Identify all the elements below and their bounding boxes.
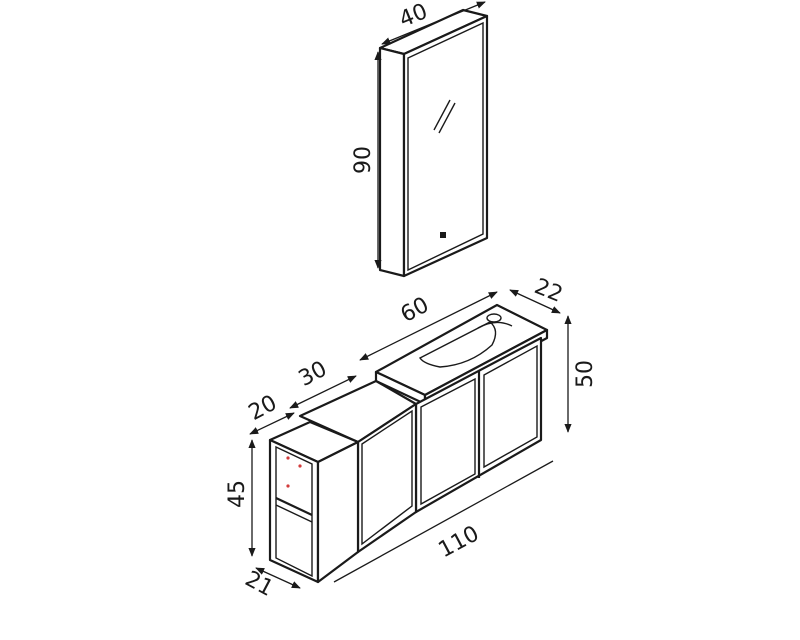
- sink-width-label: 60: [397, 293, 433, 328]
- sink-door-right[interactable]: [483, 344, 538, 469]
- mirror-reflection-line: [438, 102, 456, 134]
- mirror-reflection-line: [433, 99, 451, 131]
- mirror-cabinet: [378, 8, 489, 278]
- shelf-pin: [298, 464, 302, 468]
- mirror-height-label: 90: [351, 146, 376, 174]
- shelf-unit-width-dimension: 20: [245, 391, 295, 435]
- shelf-unit-depth-label: 21: [241, 567, 277, 602]
- mirror-light-switch: [440, 232, 446, 238]
- shelf-unit-opening: [275, 445, 313, 578]
- shelf-board: [275, 497, 313, 516]
- shelf-unit-height-label: 45: [225, 480, 250, 508]
- vanity-depth-dimension: 22: [509, 274, 566, 314]
- shelf-unit-side: [268, 438, 320, 584]
- shelf-pin: [286, 484, 290, 488]
- middle-door[interactable]: [361, 409, 413, 546]
- sink-door-left[interactable]: [420, 377, 476, 506]
- shelf-unit-width-label: 20: [245, 391, 281, 426]
- mirror-side-face: [378, 46, 406, 278]
- mirror-height-dimension: 90: [351, 51, 382, 269]
- shelf-unit-height-dimension: 45: [225, 439, 256, 557]
- total-width-label: 110: [435, 521, 484, 563]
- shelf-unit-depth-dimension: 21: [241, 567, 301, 602]
- shelf-board-edge: [275, 504, 313, 523]
- vanity-depth-label: 22: [531, 274, 566, 308]
- vanity-height-dimension: 50: [564, 315, 598, 433]
- top-shelf-width-label: 30: [295, 357, 331, 392]
- vanity-height-label: 50: [573, 360, 598, 388]
- open-shelf-unit: [268, 420, 360, 584]
- shelf-pin: [286, 456, 290, 460]
- shelf-unit-front-panel: [316, 440, 360, 584]
